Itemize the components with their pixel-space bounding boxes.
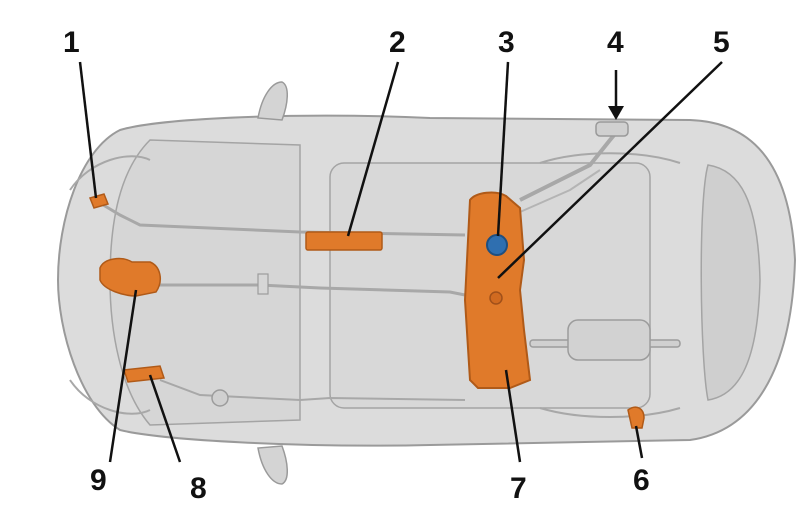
right-mirror <box>257 445 288 485</box>
rear-left-wheel-arch <box>539 152 681 164</box>
fuel-level-sensor <box>489 291 503 305</box>
front-left-wheel-arch <box>69 155 151 191</box>
fuel-tank-component <box>463 191 532 389</box>
fuel-pump-cap-component <box>486 234 508 256</box>
leader-7 <box>504 369 522 463</box>
rear-muffler <box>567 319 651 361</box>
callout-1: 1 <box>63 26 80 59</box>
engine-module-component <box>99 257 162 297</box>
rear-sensor-component <box>627 406 645 429</box>
callout-2: 2 <box>389 26 406 59</box>
leader-8 <box>148 374 182 463</box>
vent-pipe <box>519 169 601 213</box>
leader-lines <box>78 61 723 463</box>
front-sensor <box>211 389 229 407</box>
left-mirror <box>257 81 288 121</box>
leader-3 <box>496 61 510 237</box>
front-right-wheel-arch <box>69 379 151 415</box>
callout-5: 5 <box>713 26 730 59</box>
callout-9: 9 <box>90 464 107 497</box>
leader-5 <box>497 61 723 279</box>
callout-6: 6 <box>633 464 650 497</box>
fuel-filter-component <box>305 231 383 251</box>
filler-cap-housing <box>595 121 629 137</box>
canister-component <box>122 365 166 383</box>
arrow-head-icon <box>608 106 624 120</box>
rear-window <box>700 164 761 401</box>
rear-right-wheel-arch <box>539 407 681 418</box>
leader-6 <box>634 425 644 459</box>
callout-4: 4 <box>607 26 624 59</box>
fuel-line-middle <box>150 283 466 297</box>
front-left-sensor-component <box>88 193 110 209</box>
fuel-line-lower <box>159 379 466 402</box>
callout-8: 8 <box>190 472 207 505</box>
leader-9 <box>108 289 138 463</box>
callout-3: 3 <box>498 26 515 59</box>
leader-2 <box>346 61 400 237</box>
clip-bracket <box>257 273 269 295</box>
callout-7: 7 <box>510 472 527 505</box>
leader-1 <box>78 61 98 199</box>
